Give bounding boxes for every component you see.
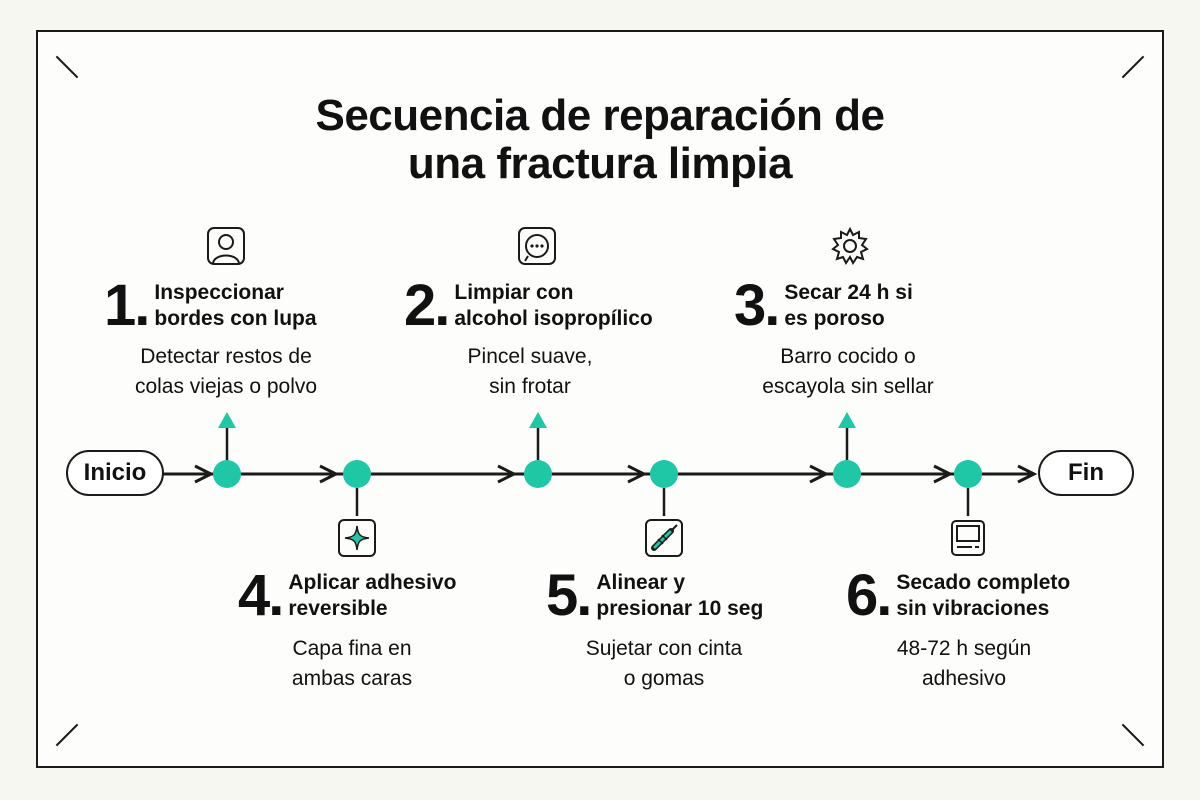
step-6-desc-line-2: adhesivo bbox=[921, 667, 1007, 690]
step-2-description: Pincel suave, sin frotar bbox=[468, 342, 593, 402]
timeline-node-step-3 bbox=[833, 460, 861, 488]
sparkle-icon bbox=[338, 519, 376, 557]
step-4-title-line-1: Aplicar adhesivo bbox=[288, 571, 457, 594]
face-icon bbox=[518, 227, 556, 265]
step-2-number: 2. bbox=[404, 273, 450, 338]
step-3-title-line-2: es poroso bbox=[784, 307, 885, 330]
end-label: Fin bbox=[1068, 459, 1104, 486]
step-6-title-line-1: Secado completo bbox=[896, 571, 1071, 594]
step-1-description: Detectar restos de colas viejas o polvo bbox=[135, 342, 317, 402]
step-2-desc-line-1: Pincel suave, bbox=[467, 345, 593, 368]
connector-step-2 bbox=[529, 412, 547, 460]
step-1-desc-line-2: colas viejas o polvo bbox=[134, 375, 318, 398]
step-5-title-line-2: presionar 10 seg bbox=[596, 597, 764, 620]
axis-arrow bbox=[319, 464, 340, 484]
step-2-desc-line-2: sin frotar bbox=[489, 375, 571, 398]
step-6-title: Secado completo sin vibraciones bbox=[896, 570, 1070, 622]
axis-arrow bbox=[497, 464, 518, 484]
step-5-title-line-1: Alinear y bbox=[596, 571, 686, 594]
step-3-heading: 3. Secar 24 h si es poroso bbox=[734, 273, 913, 338]
timeline-node-step-1 bbox=[213, 460, 241, 488]
timeline-node-step-6 bbox=[954, 460, 982, 488]
step-3-desc-line-2: escayola sin sellar bbox=[762, 375, 934, 398]
step-2-title-line-1: Limpiar con bbox=[454, 281, 574, 304]
title-line-1: Secuencia de reparación de bbox=[315, 91, 885, 140]
monitor-icon bbox=[951, 520, 985, 556]
step-3-title-line-1: Secar 24 h si bbox=[784, 281, 913, 304]
step-5-desc-line-1: Sujetar con cinta bbox=[585, 637, 743, 660]
step-5-number: 5. bbox=[546, 563, 592, 628]
step-1-title-line-2: bordes con lupa bbox=[154, 307, 317, 330]
title-line-2: una fractura limpia bbox=[407, 139, 793, 188]
step-4-number: 4. bbox=[238, 563, 284, 628]
step-3-title: Secar 24 h si es poroso bbox=[784, 280, 912, 332]
syringe-icon bbox=[645, 519, 683, 557]
step-4-desc-line-1: Capa fina en bbox=[292, 637, 412, 660]
step-3-description: Barro cocido o escayola sin sellar bbox=[762, 342, 934, 402]
axis-arrow bbox=[1017, 464, 1038, 484]
start-terminal: Inicio bbox=[66, 450, 164, 496]
user-portrait-icon bbox=[207, 227, 245, 265]
step-2-title-line-2: alcohol isopropílico bbox=[454, 307, 653, 330]
connector-step-1 bbox=[218, 412, 236, 460]
step-1-desc-line-1: Detectar restos de bbox=[140, 345, 312, 368]
gear-icon bbox=[831, 226, 869, 265]
step-3-number: 3. bbox=[734, 273, 780, 338]
axis-arrow bbox=[627, 464, 648, 484]
step-5-description: Sujetar con cinta o gomas bbox=[586, 634, 742, 694]
step-6-description: 48-72 h según adhesivo bbox=[897, 634, 1031, 694]
start-label: Inicio bbox=[83, 459, 147, 486]
timeline-node-step-5 bbox=[650, 460, 678, 488]
step-1-number: 1. bbox=[104, 273, 150, 338]
step-6-title-line-2: sin vibraciones bbox=[896, 597, 1050, 620]
step-6-heading: 6. Secado completo sin vibraciones bbox=[846, 563, 1070, 628]
step-4-title-line-2: reversible bbox=[288, 597, 388, 620]
step-3-desc-line-1: Barro cocido o bbox=[780, 345, 916, 368]
step-5-desc-line-2: o gomas bbox=[623, 667, 705, 690]
step-4-description: Capa fina en ambas caras bbox=[292, 634, 412, 694]
connector-step-3 bbox=[838, 412, 856, 460]
step-4-desc-line-2: ambas caras bbox=[291, 667, 413, 690]
timeline-node-step-4 bbox=[343, 460, 371, 488]
step-6-number: 6. bbox=[846, 563, 892, 628]
axis-arrow bbox=[933, 464, 954, 484]
diagram-title: Secuencia de reparación de una fractura … bbox=[0, 92, 1200, 188]
step-1-title-line-1: Inspeccionar bbox=[154, 281, 284, 304]
step-5-title: Alinear y presionar 10 seg bbox=[596, 570, 763, 622]
axis-arrow bbox=[194, 464, 215, 484]
diagram-frame bbox=[36, 30, 1164, 768]
step-1-heading: 1. Inspeccionar bordes con lupa bbox=[104, 273, 317, 338]
axis-arrow bbox=[809, 464, 830, 484]
step-6-desc-line-1: 48-72 h según bbox=[896, 637, 1032, 660]
step-2-heading: 2. Limpiar con alcohol isopropílico bbox=[404, 273, 653, 338]
step-2-title: Limpiar con alcohol isopropílico bbox=[454, 280, 652, 332]
step-5-heading: 5. Alinear y presionar 10 seg bbox=[546, 563, 763, 628]
step-4-heading: 4. Aplicar adhesivo reversible bbox=[238, 563, 456, 628]
step-1-title: Inspeccionar bordes con lupa bbox=[154, 280, 316, 332]
timeline-node-step-2 bbox=[524, 460, 552, 488]
end-terminal: Fin bbox=[1038, 450, 1134, 496]
step-4-title: Aplicar adhesivo reversible bbox=[288, 570, 456, 622]
